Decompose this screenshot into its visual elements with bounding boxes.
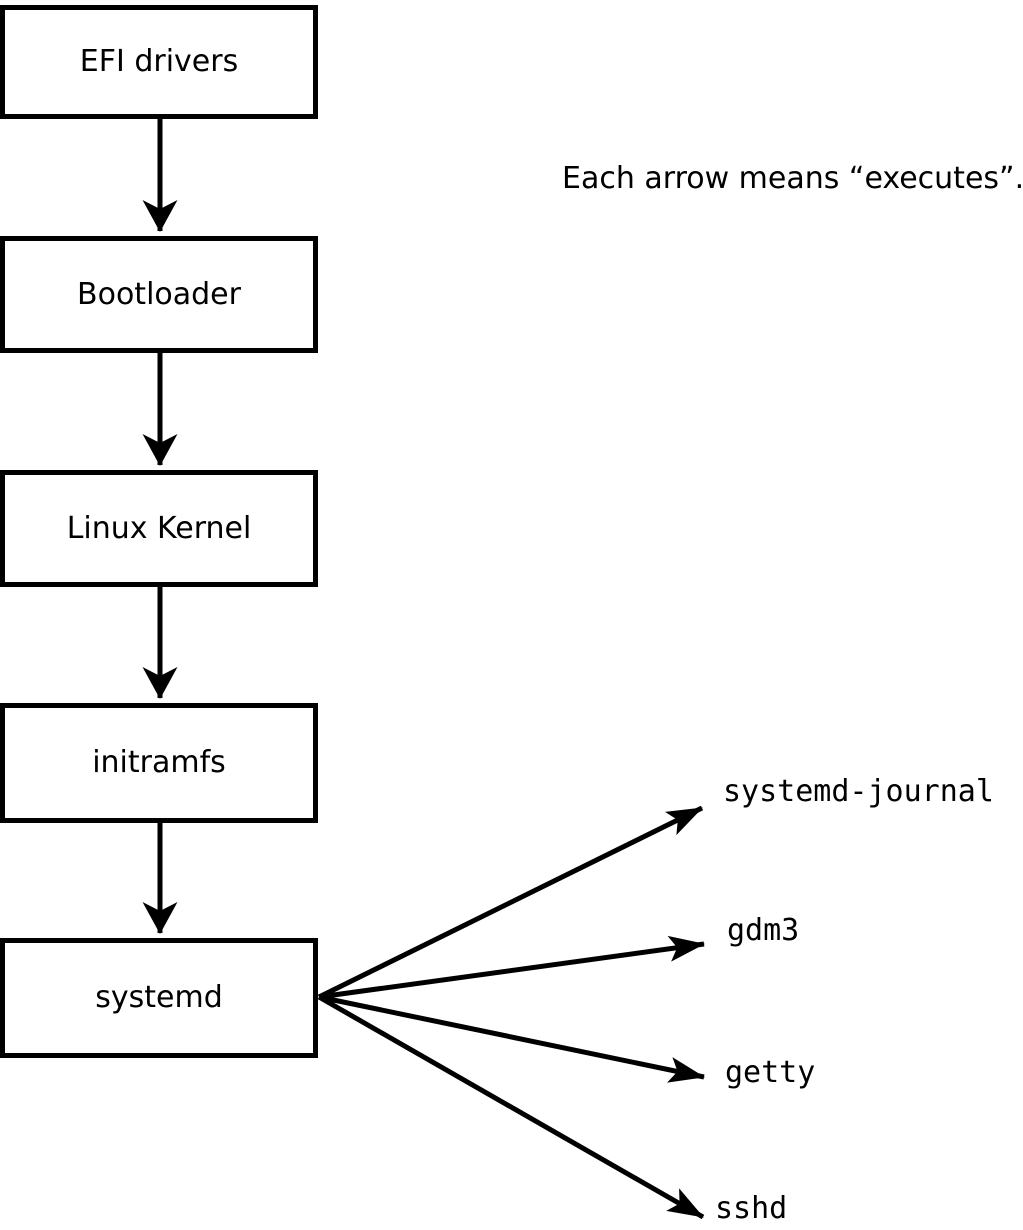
service-label-systemd-journal: systemd-journal xyxy=(723,774,994,809)
node-label: EFI drivers xyxy=(79,44,239,79)
executes-arrow-systemd-to-getty xyxy=(318,994,705,1083)
node-label: Bootloader xyxy=(77,276,241,312)
node-label: systemd xyxy=(95,980,223,1015)
node-efi-drivers: EFI drivers xyxy=(0,5,318,119)
node-label: Linux Kernel xyxy=(66,510,252,546)
node-initramfs: initramfs xyxy=(0,703,318,823)
node-linux-kernel: Linux Kernel xyxy=(0,470,318,587)
executes-arrow-systemd-to-journal xyxy=(317,805,704,1000)
legend-note: Each arrow means “executes”. xyxy=(562,161,1023,196)
node-label: initramfs xyxy=(92,745,226,780)
executes-arrow-systemd-to-sshd xyxy=(317,994,705,1220)
service-label-gdm3: gdm3 xyxy=(727,913,800,948)
node-bootloader: Bootloader xyxy=(0,236,318,353)
executes-arrow-systemd-to-gdm3 xyxy=(318,935,705,1000)
service-label-getty: getty xyxy=(725,1055,816,1090)
service-label-sshd: sshd xyxy=(715,1191,788,1226)
node-systemd: systemd xyxy=(0,938,318,1058)
